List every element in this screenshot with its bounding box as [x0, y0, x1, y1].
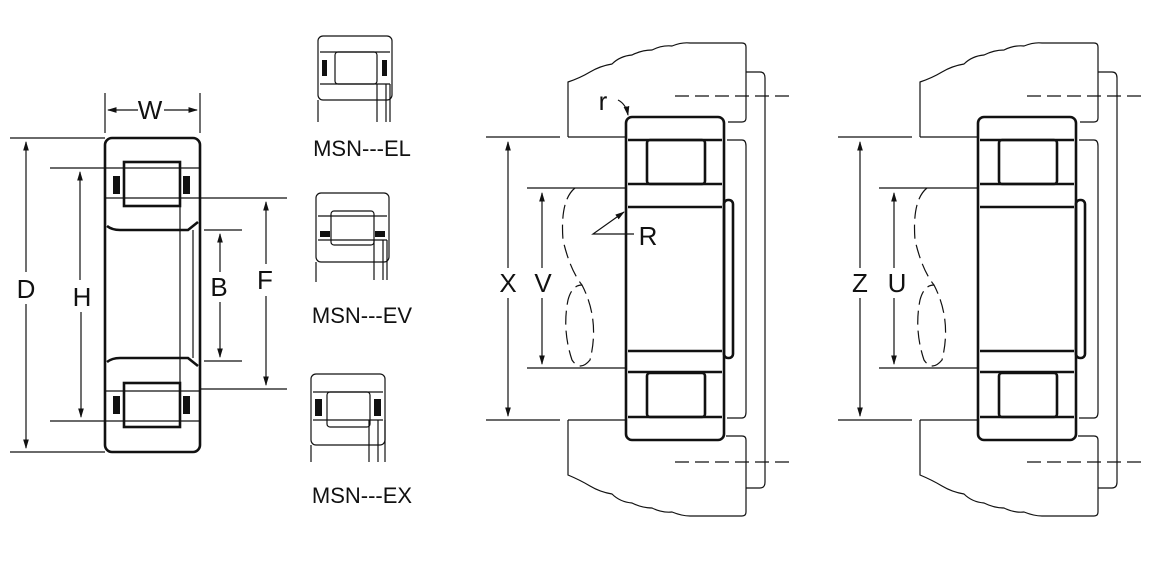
label-H: H — [73, 282, 92, 312]
label-D: D — [17, 274, 36, 304]
variant-label-ex: MSN---EX — [312, 483, 413, 508]
label-U: U — [888, 268, 907, 298]
variant-ex-drawing — [310, 373, 386, 462]
installation-drawing-housing — [838, 43, 1142, 516]
label-Z: Z — [852, 268, 868, 298]
dimension-lines — [10, 93, 287, 453]
variant-ev-drawing — [315, 192, 390, 282]
label-F: F — [257, 265, 273, 295]
label-r: r — [599, 86, 608, 116]
variant-el-drawing — [317, 35, 393, 122]
installation-drawing-shaft — [486, 43, 790, 516]
label-W: W — [138, 95, 163, 125]
label-B: B — [210, 272, 227, 302]
bearing-cross-section — [103, 136, 202, 454]
variant-label-ev: MSN---EV — [312, 303, 413, 328]
label-R: R — [639, 221, 658, 251]
label-X: X — [499, 268, 516, 298]
variant-label-el: MSN---EL — [313, 136, 411, 161]
label-V: V — [534, 268, 552, 298]
